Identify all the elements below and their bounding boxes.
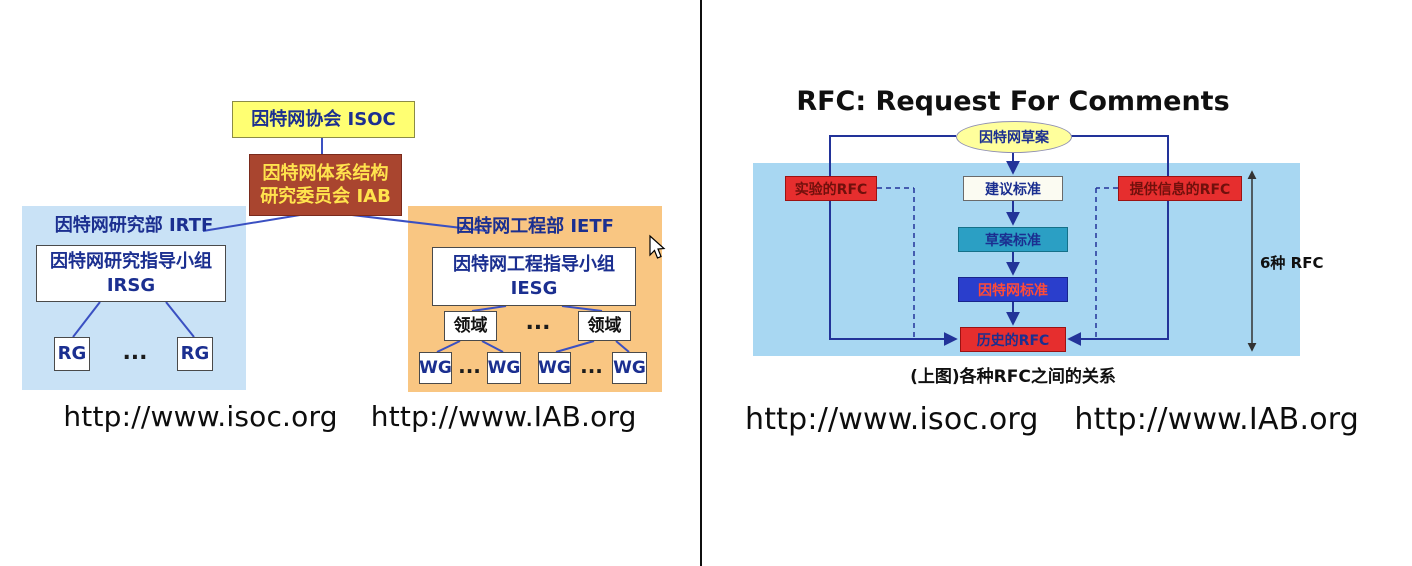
wg3-label: WG bbox=[538, 357, 571, 378]
wg-box-4: WG bbox=[612, 352, 647, 384]
area-ellipsis: ... bbox=[500, 310, 576, 335]
wg-ellipsis1-label: ... bbox=[458, 354, 481, 378]
wg-box-2: WG bbox=[487, 352, 521, 384]
irsg-abbr: IRSG bbox=[106, 274, 156, 296]
left-urls: http://www.isoc.org http://www.IAB.org bbox=[40, 400, 660, 433]
org-chart-connectors bbox=[72, 138, 630, 353]
internet-draft-ellipse: 因特网草案 bbox=[956, 121, 1072, 153]
rfc-caption-label: (上图)各种RFC之间的关系 bbox=[910, 367, 1116, 387]
six-kinds-text: 6种 RFC bbox=[1260, 254, 1324, 272]
historic-rfc-label: 历史的RFC bbox=[976, 332, 1050, 349]
area-box-left: 领域 bbox=[444, 311, 497, 341]
wg-box-1: WG bbox=[419, 352, 452, 384]
area-box-right: 领域 bbox=[578, 311, 631, 341]
ietf-title-label: 因特网工程部 IETF bbox=[456, 216, 614, 237]
rfc-title-label: RFC: Request For Comments bbox=[796, 86, 1230, 117]
draft-standard-label: 草案标准 bbox=[985, 232, 1041, 249]
wg-ellipsis-1: ... bbox=[452, 354, 487, 378]
right-url-isoc: http://www.isoc.org bbox=[745, 402, 1039, 437]
internet-standard-label: 因特网标准 bbox=[978, 282, 1048, 299]
iesg-label-line1: 因特网工程指导小组 bbox=[453, 254, 615, 276]
rg-left-label: RG bbox=[57, 343, 87, 365]
wg-ellipsis2-label: ... bbox=[580, 354, 603, 378]
internet-standard-box: 因特网标准 bbox=[958, 277, 1068, 302]
mouse-cursor-icon bbox=[649, 234, 666, 259]
left-url-isoc: http://www.isoc.org bbox=[63, 400, 338, 433]
wg2-label: WG bbox=[487, 357, 521, 378]
left-url-iab: http://www.IAB.org bbox=[370, 400, 637, 433]
rg-ellipsis: ... bbox=[108, 340, 162, 365]
rfc-title: RFC: Request For Comments bbox=[763, 86, 1263, 117]
rfc-flow-arrows bbox=[829, 135, 1169, 346]
area-ellipsis-label: ... bbox=[525, 310, 551, 335]
proposed-standard-box: 建议标准 bbox=[963, 176, 1063, 201]
rg-box-right: RG bbox=[177, 337, 213, 371]
historic-rfc-box: 历史的RFC bbox=[960, 327, 1066, 352]
draft-standard-box: 草案标准 bbox=[958, 227, 1068, 252]
wg-box-3: WG bbox=[538, 352, 571, 384]
iab-label-line1: 因特网体系结构 bbox=[262, 162, 389, 184]
internet-draft-label: 因特网草案 bbox=[979, 130, 1049, 146]
isoc-label: 因特网协会 ISOC bbox=[251, 108, 396, 130]
iab-box: 因特网体系结构 研究委员会 IAB bbox=[249, 154, 402, 216]
ietf-panel-title: 因特网工程部 IETF bbox=[408, 212, 662, 238]
rfc-flow-dashed-links bbox=[877, 187, 1118, 338]
experimental-rfc-box: 实验的RFC bbox=[785, 176, 877, 201]
isoc-box: 因特网协会 ISOC bbox=[232, 101, 415, 138]
informational-rfc-label: 提供信息的RFC bbox=[1129, 181, 1231, 198]
rg-right-label: RG bbox=[180, 343, 210, 365]
rfc-caption: (上图)各种RFC之间的关系 bbox=[853, 362, 1173, 387]
informational-rfc-box: 提供信息的RFC bbox=[1118, 176, 1242, 201]
irsg-label-line1: 因特网研究指导小组 bbox=[50, 251, 212, 273]
area-left-label: 领域 bbox=[453, 315, 488, 336]
iesg-box: 因特网工程指导小组 IESG bbox=[432, 247, 636, 306]
experimental-rfc-label: 实验的RFC bbox=[794, 181, 868, 198]
irsg-box: 因特网研究指导小组 IRSG bbox=[36, 245, 226, 302]
irtf-panel-title: 因特网研究部 IRTF bbox=[22, 211, 246, 237]
iesg-abbr: IESG bbox=[510, 277, 558, 299]
wg1-label: WG bbox=[419, 357, 452, 378]
wg-ellipsis-2: ... bbox=[571, 354, 612, 378]
right-urls: http://www.isoc.org http://www.IAB.org bbox=[718, 402, 1386, 437]
six-kinds-label: 6种 RFC bbox=[1260, 252, 1323, 273]
rg-ellipsis-label: ... bbox=[122, 340, 148, 365]
wg4-label: WG bbox=[613, 357, 646, 378]
iab-label-line2: 研究委员会 IAB bbox=[260, 186, 391, 207]
panel-divider bbox=[700, 0, 702, 566]
irtf-title-label: 因特网研究部 IRTF bbox=[54, 215, 214, 236]
rg-box-left: RG bbox=[54, 337, 90, 371]
area-right-label: 领域 bbox=[587, 315, 622, 336]
right-url-iab: http://www.IAB.org bbox=[1074, 402, 1359, 437]
proposed-standard-label: 建议标准 bbox=[985, 181, 1041, 198]
